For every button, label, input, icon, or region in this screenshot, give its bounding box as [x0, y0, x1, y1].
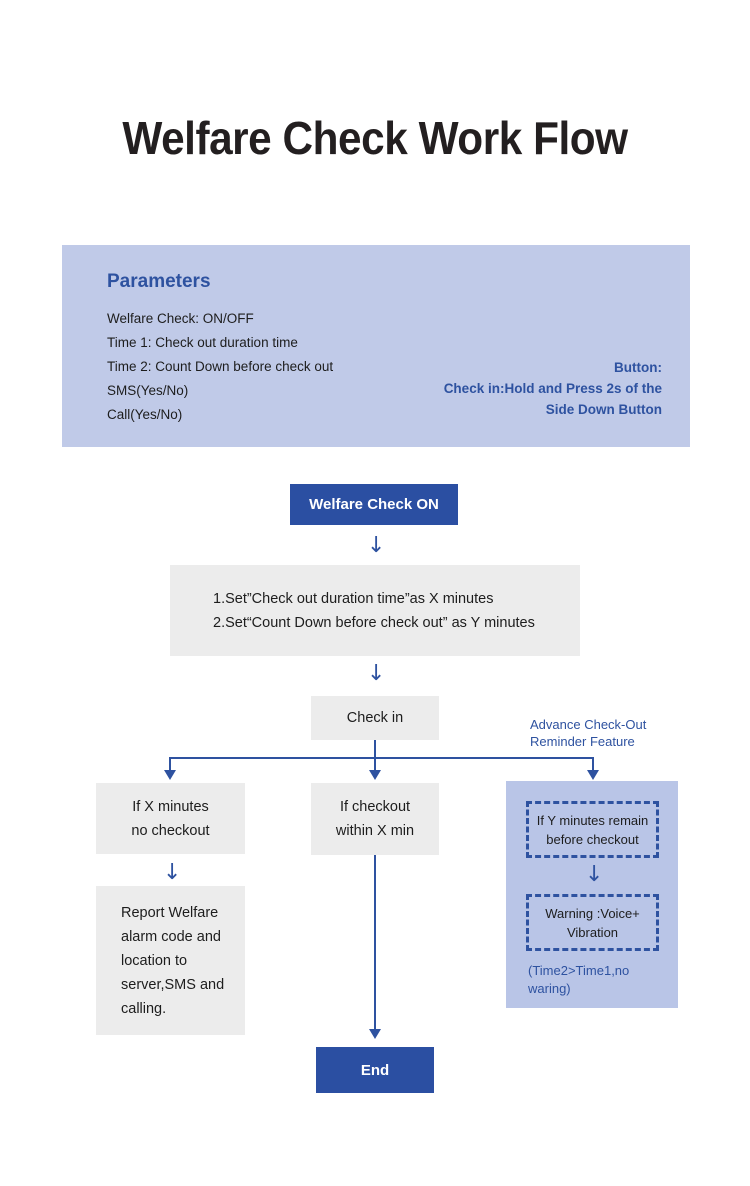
- branch-left-action-line-3: location to: [121, 952, 188, 969]
- arrow-down-icon-start-to-setup: ↓: [367, 533, 386, 558]
- branch-right-warning-line-2: Vibration: [566, 924, 619, 940]
- branch-right-condition-line-1: If Y minutes remain: [536, 812, 649, 828]
- end-node[interactable]: End: [316, 1047, 434, 1093]
- branch-left-action-line-2: alarm code and: [121, 928, 221, 945]
- branch-middle-condition-box: If checkout within X min: [311, 783, 439, 855]
- parameter-item-time1: Time 1: Check out duration time: [107, 335, 298, 350]
- start-node-label: Welfare Check ON: [309, 496, 439, 513]
- button-note-line-1: Button:: [614, 360, 662, 375]
- end-node-label: End: [360, 1061, 390, 1079]
- parameters-heading: Parameters: [107, 271, 211, 292]
- branch-left-condition-line-1: If X minutes: [132, 798, 209, 815]
- arrow-down-icon-middle-to-end: [369, 1029, 381, 1039]
- connector-branch-bar: [169, 757, 594, 759]
- feature-label-line-2: Reminder Feature: [530, 734, 635, 749]
- check-in-label: Check in: [346, 710, 404, 726]
- parameters-panel: Parameters Welfare Check: ON/OFF Time 1:…: [62, 245, 690, 447]
- parameter-item-call: Call(Yes/No): [107, 407, 183, 422]
- arrow-down-icon-setup-to-checkin: ↓: [367, 661, 386, 686]
- arrow-down-icon-branch-middle: [369, 770, 381, 780]
- branch-right-note-line-2: waring): [528, 981, 571, 996]
- branch-right-condition-box: If Y minutes remain before checkout: [526, 801, 659, 858]
- branch-left-action-line-5: calling.: [121, 1000, 167, 1017]
- advance-checkout-reminder-label: Advance Check-Out Reminder Feature: [530, 716, 646, 750]
- parameter-item-sms: SMS(Yes/No): [107, 383, 189, 398]
- page-title: Welfare Check Work Flow: [122, 112, 628, 164]
- arrow-down-icon-branch-right: [587, 770, 599, 780]
- branch-middle-condition-line-1: If checkout: [339, 799, 411, 815]
- branch-middle-condition-line-2: within X min: [335, 823, 415, 839]
- parameter-item-welfare-check: Welfare Check: ON/OFF: [107, 311, 254, 326]
- arrow-down-icon-branch-left: [164, 770, 176, 780]
- button-note-line-2: Check in:Hold and Press 2s of the: [443, 381, 662, 396]
- branch-left-condition-line-2: no checkout: [131, 822, 210, 839]
- branch-left-action-box: Report Welfare alarm code and location t…: [96, 886, 245, 1035]
- branch-left-action-line-1: Report Welfare: [121, 904, 219, 921]
- button-note-line-3: Side Down Button: [545, 402, 662, 417]
- branch-right-warning-line-1: Warning :Voice+: [545, 905, 640, 921]
- setup-step-1: 1.Set”Check out duration time”as X minut…: [213, 590, 494, 607]
- setup-steps-box: 1.Set”Check out duration time”as X minut…: [170, 565, 580, 656]
- feature-label-line-1: Advance Check-Out: [530, 717, 647, 732]
- parameters-list: Welfare Check: ON/OFF Time 1: Check out …: [107, 307, 333, 427]
- button-instruction-note: Button: Check in:Hold and Press 2s of th…: [332, 357, 662, 420]
- arrow-down-icon-left-condition-to-action: ↓: [163, 860, 182, 885]
- connector-branch-left-drop: [169, 757, 171, 773]
- branch-right-warning-box: Warning :Voice+ Vibration: [526, 894, 659, 951]
- branch-right-condition-line-2: before checkout: [546, 831, 639, 847]
- start-node-welfare-check-on[interactable]: Welfare Check ON: [290, 484, 458, 525]
- connector-checkin-stem: [374, 740, 376, 758]
- branch-left-condition-box: If X minutes no checkout: [96, 783, 245, 854]
- branch-right-note-line-1: (Time2>Time1,no: [528, 963, 630, 978]
- branch-left-action-line-4: server,SMS and: [121, 976, 225, 993]
- connector-branch-middle-drop: [374, 757, 376, 773]
- setup-step-2: 2.Set“Count Down before check out” as Y …: [213, 614, 535, 631]
- check-in-box: Check in: [311, 696, 439, 740]
- connector-middle-to-end: [374, 855, 376, 1031]
- connector-branch-right-drop: [592, 757, 594, 773]
- parameter-item-time2: Time 2: Count Down before check out: [107, 359, 334, 374]
- branch-right-note: (Time2>Time1,no waring): [528, 962, 668, 998]
- arrow-down-icon-right-condition-to-warning: ↓: [585, 862, 604, 887]
